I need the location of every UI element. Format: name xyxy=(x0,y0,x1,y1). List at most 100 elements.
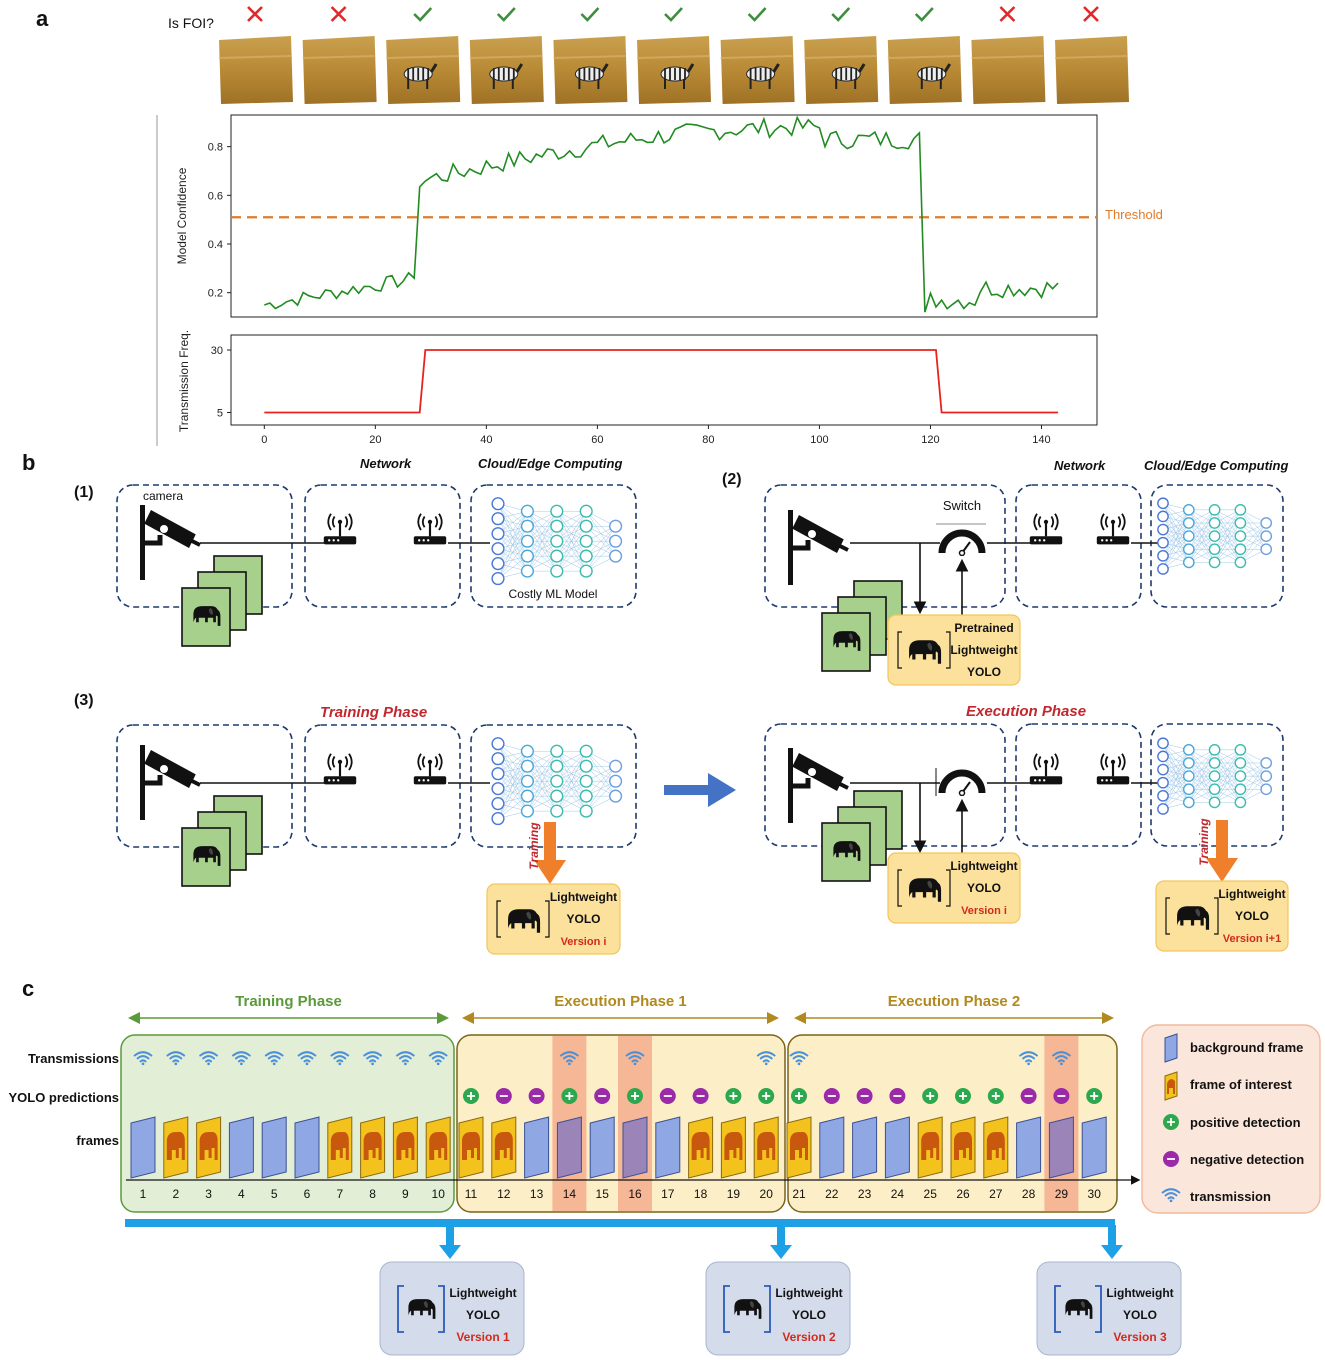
nn-neuron xyxy=(1234,770,1247,782)
nn-neuron xyxy=(1182,757,1195,769)
frequency-series-line xyxy=(264,349,1059,414)
yolo-label: YOLO xyxy=(1235,909,1269,923)
background-frame xyxy=(884,1116,910,1179)
xtick-label: 120 xyxy=(921,434,939,446)
nn-neuron xyxy=(1157,737,1169,750)
nn-neuron xyxy=(1260,757,1273,769)
positive-detection-icon xyxy=(791,1088,807,1104)
nn-neuron xyxy=(1208,530,1221,542)
frame-of-interest xyxy=(458,1116,484,1179)
foi-thumbnail xyxy=(636,36,711,104)
zebra-silhouette xyxy=(660,63,695,89)
ytick-label: 30 xyxy=(211,345,223,357)
frame-of-interest xyxy=(688,1116,714,1179)
ytick-label: 5 xyxy=(217,408,223,420)
nn-neuron xyxy=(1157,536,1169,549)
yolo-model-box xyxy=(887,852,1021,924)
phase-label: Execution Phase 1 xyxy=(554,993,687,1010)
nn-neuron xyxy=(609,519,623,533)
legend-label: frame of interest xyxy=(1190,1077,1293,1092)
frame-number: 19 xyxy=(727,1187,741,1201)
frame-of-interest xyxy=(163,1116,189,1179)
negative-detection-icon xyxy=(692,1088,709,1104)
legend-label: transmission xyxy=(1190,1189,1271,1204)
frame-of-interest xyxy=(360,1116,386,1179)
training-arrow-label: Training xyxy=(1197,818,1211,866)
positive-detection-icon xyxy=(955,1088,971,1104)
xtick-label: 0 xyxy=(261,434,267,446)
frame-number: 4 xyxy=(238,1187,245,1201)
frame-of-interest xyxy=(327,1116,353,1179)
nn-neuron xyxy=(1208,517,1221,529)
check-icon xyxy=(747,7,767,22)
nn-neuron xyxy=(550,564,564,578)
check-icon xyxy=(496,7,516,22)
frame-number: 1 xyxy=(140,1187,147,1201)
router-icon xyxy=(322,513,358,546)
nn-neuron xyxy=(1182,517,1195,529)
frame-of-interest xyxy=(950,1116,976,1179)
camera-icon xyxy=(788,510,848,585)
yolo-label: Lightweight xyxy=(550,890,617,904)
nn-neuron xyxy=(1157,776,1169,789)
positive-detection-icon xyxy=(725,1088,742,1104)
nn-neuron xyxy=(520,804,534,818)
network-label: Network xyxy=(360,456,412,471)
nn-neuron xyxy=(550,504,564,518)
nn-neuron xyxy=(520,759,534,773)
nn-neuron xyxy=(550,774,564,788)
yolo-label: YOLO xyxy=(566,912,600,926)
nn-neuron xyxy=(1234,530,1247,542)
nn-neuron xyxy=(609,789,623,803)
xtick-label: 140 xyxy=(1032,434,1050,446)
nn-neuron xyxy=(520,549,534,563)
nn-neuron xyxy=(1234,757,1247,769)
frame-number: 26 xyxy=(956,1187,970,1201)
nn-neuron xyxy=(550,759,564,773)
confidence-plot-frame xyxy=(230,114,1098,318)
background-frame xyxy=(524,1116,550,1179)
yolo-label: Lightweight xyxy=(1218,887,1285,901)
nn-neuron xyxy=(579,549,593,563)
frame-number: 10 xyxy=(432,1187,446,1201)
frame-number: 2 xyxy=(172,1187,179,1201)
camera-icon xyxy=(140,745,200,820)
nn-neuron xyxy=(550,549,564,563)
check-icon xyxy=(664,7,683,22)
sub-label: (3) xyxy=(74,692,94,709)
update-arrow xyxy=(770,1245,792,1259)
nn-neuron xyxy=(1234,783,1247,796)
router-icon xyxy=(412,753,448,786)
legend-label: background frame xyxy=(1190,1040,1303,1055)
xtick-label: 40 xyxy=(480,434,492,446)
negative-detection-icon xyxy=(594,1088,611,1104)
negative-detection-icon xyxy=(1020,1088,1037,1104)
version-model: YOLO xyxy=(792,1308,826,1322)
yolo-label: YOLO xyxy=(967,881,1001,895)
background-frame xyxy=(852,1116,878,1179)
panel-a-label: a xyxy=(36,6,49,31)
nn-neuron xyxy=(491,811,505,826)
frame-of-interest xyxy=(720,1116,746,1179)
nn-neuron xyxy=(491,797,505,811)
version-title: Lightweight xyxy=(449,1286,516,1300)
phase-label: Training Phase xyxy=(235,993,342,1010)
nn-neuron xyxy=(1234,743,1247,756)
gauge-icon xyxy=(942,773,982,796)
foi-thumbnail xyxy=(469,36,544,104)
nn-neuron xyxy=(1182,543,1195,556)
nn-neuron xyxy=(550,534,564,548)
yolo-label: YOLO xyxy=(967,665,1001,679)
frame-number: 6 xyxy=(304,1187,311,1201)
nn-neuron xyxy=(609,549,623,563)
sub-label: (2) xyxy=(722,471,742,488)
row-label: frames xyxy=(76,1133,119,1148)
foi-thumbnail xyxy=(386,36,461,104)
router-icon xyxy=(1028,513,1064,546)
xtick-label: 100 xyxy=(810,434,828,446)
frame-of-interest xyxy=(196,1116,222,1179)
nn-neuron xyxy=(609,774,623,788)
panel-b-label: b xyxy=(22,450,35,475)
